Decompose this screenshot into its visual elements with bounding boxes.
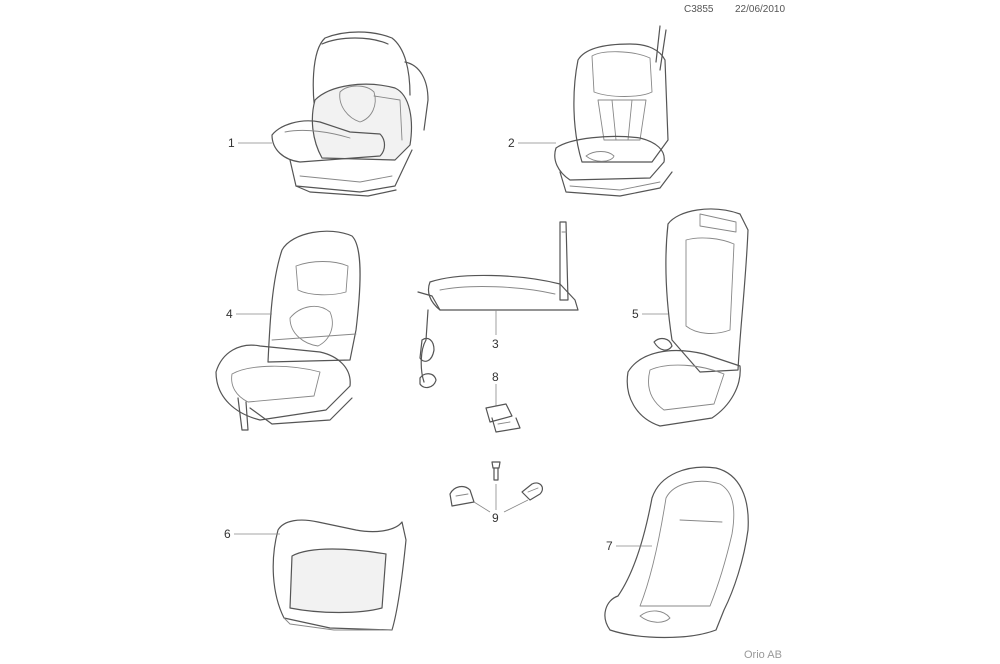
callout-3: 3 (492, 337, 499, 351)
part-9-fastener-set: 9 (449, 461, 544, 525)
part-7-seat-cover: 7 (604, 466, 749, 639)
part-1-infant-carrier: 1 (228, 31, 429, 197)
drawing-date: 22/06/2010 (735, 4, 785, 15)
callout-7: 7 (606, 539, 613, 553)
part-5-booster-backrest: 5 (626, 208, 749, 427)
part-3-isofix-base: 3 (417, 221, 579, 389)
callout-5: 5 (632, 307, 639, 321)
callout-4: 4 (226, 307, 233, 321)
callout-6: 6 (224, 527, 231, 541)
part-8-bracket: 8 (485, 370, 521, 433)
callout-9: 9 (492, 511, 499, 525)
callout-2: 2 (508, 136, 515, 150)
callout-1: 1 (228, 136, 235, 150)
callout-8: 8 (492, 370, 499, 384)
part-2-harness-seat: 2 (508, 25, 673, 197)
part-4-high-back-seat: 4 (215, 230, 361, 431)
brand-label: Orio AB (744, 649, 782, 661)
drawing-code: C3855 (684, 4, 714, 15)
part-6-booster-cushion: 6 (224, 519, 407, 631)
